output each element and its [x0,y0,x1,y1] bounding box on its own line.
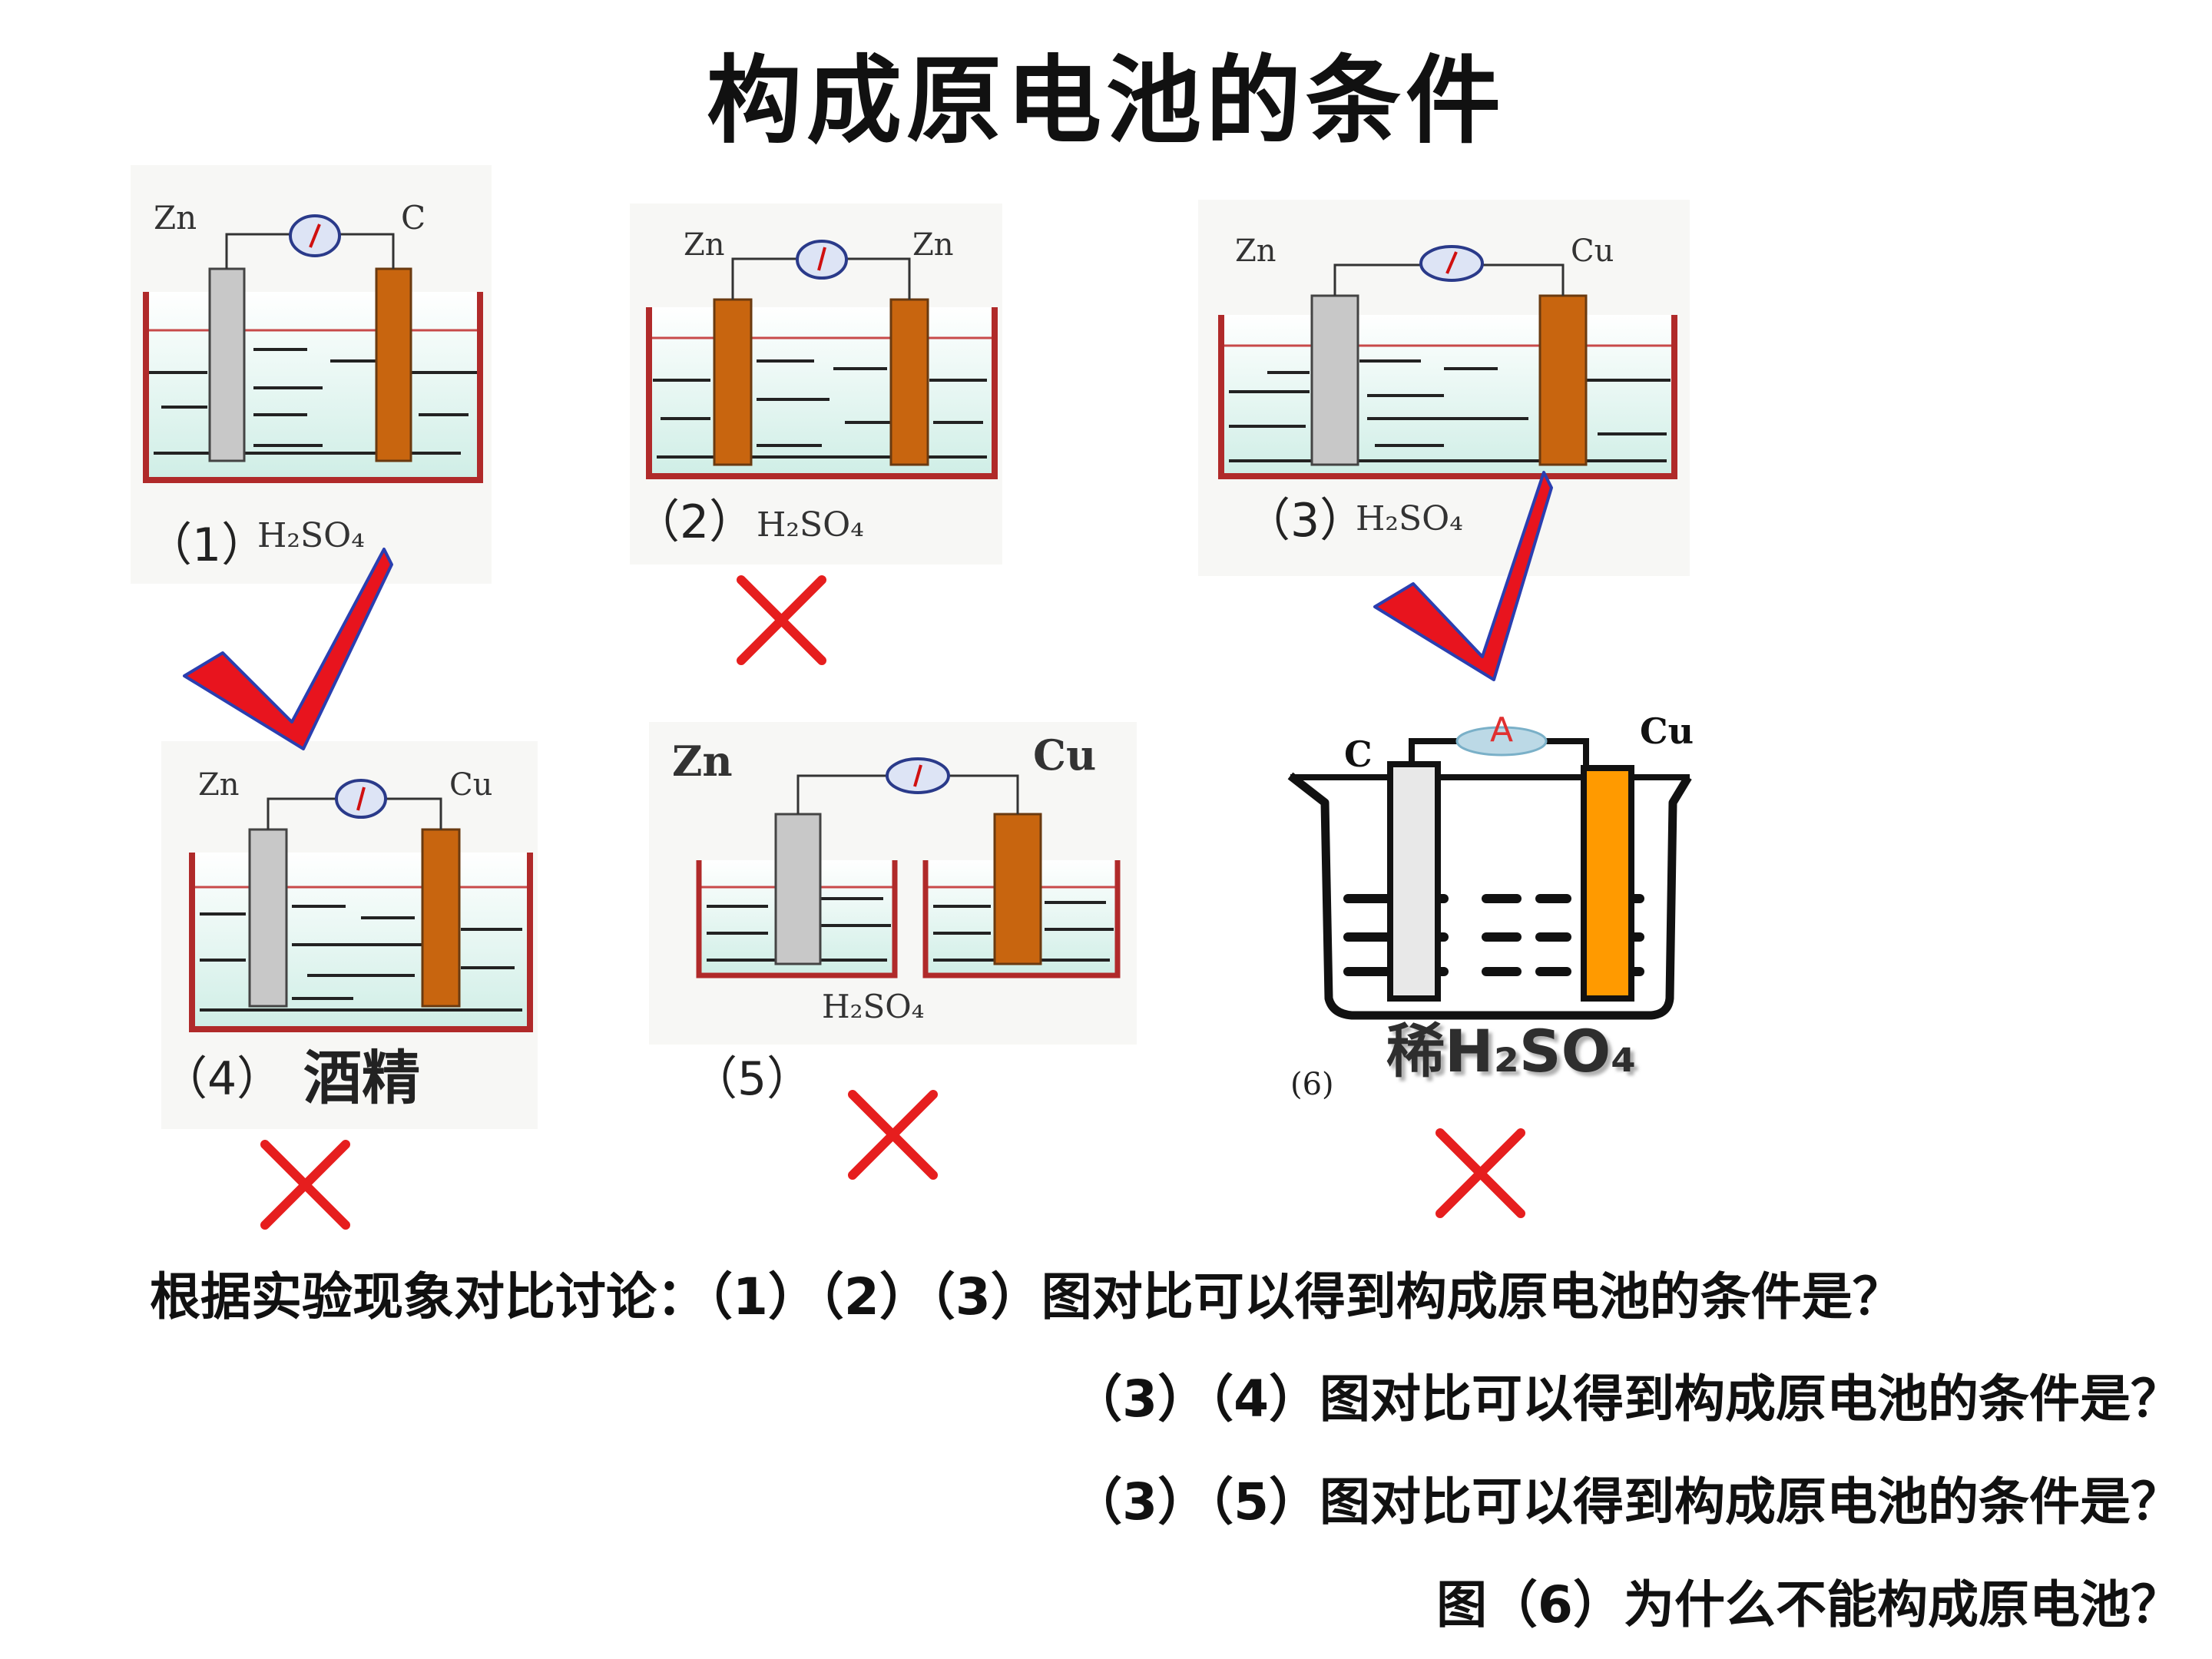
figure-2-left-zinc-electrode [713,298,753,466]
figure-5-left-beaker [696,860,898,979]
figure-3-tank [1218,315,1677,479]
figure-4: Zn Cu （4） 酒精 [161,741,538,1129]
figure-5-copper-electrode [993,813,1042,965]
figure-1-solution: H₂SO₄ [257,516,365,555]
figure-3-copper-electrode [1538,294,1588,466]
figure-4-liquid [192,853,530,1029]
figure-3-number: （3） [1244,494,1366,548]
figure-3-right-label: Cu [1571,233,1614,269]
figure-6-solution: 稀H₂SO₄ [1386,1017,1637,1085]
figure-4-solution: 酒精 [303,1044,420,1112]
figure-2-right-label: Zn [912,227,954,263]
figure-4-copper-electrode [421,828,461,1008]
figure-5-cross-icon [848,1090,938,1180]
figure-1-number: （1） [146,518,267,572]
question-1: 根据实验现象对比讨论：（1）（2）（3）图对比可以得到构成原电池的条件是？ [150,1267,1903,1326]
figure-5-right-label: Cu [1033,730,1096,780]
figure-5-right-beaker [922,860,1121,979]
figure-6-cross-icon [1435,1128,1525,1218]
figure-4-right-label: Cu [449,767,492,803]
figure-3-liquid [1221,315,1674,476]
question-2: （3）（4）图对比可以得到构成原电池的条件是？ [1071,1369,2181,1429]
figure-2-liquid [649,307,995,476]
figure-3-zinc-electrode [1310,294,1359,466]
figure-1-left-label: Zn [154,199,197,237]
figure-6-ammeter-label: A [1490,710,1513,750]
figure-2: Zn Zn （2） H₂SO₄ [630,204,1002,565]
figure-5-number: （5） [691,1052,813,1106]
figure-3: Zn Cu （3） H₂SO₄ [1198,200,1690,576]
figure-3-check-icon [1373,471,1553,681]
figure-6-left-label: C [1344,733,1373,775]
figure-6: A C Cu 稀H₂SO₄ (6) [1287,710,1694,1102]
figure-5-zinc-electrode [774,813,822,965]
figure-4-liquid-lines [200,905,522,1012]
figure-5-left-label: Zn [672,737,733,786]
figure-2-left-label: Zn [684,227,725,263]
figure-2-right-zinc-electrode [889,298,929,466]
figure-1-zinc-electrode [208,267,246,462]
figure-6-copper-electrode [1581,765,1634,1002]
figure-1-tank [143,292,483,483]
slide-title: 构成原电池的条件 [706,46,1505,157]
figure-6-beaker [1287,772,1692,1020]
figure-2-number: （2） [634,495,755,549]
figure-4-tank [189,853,533,1032]
figure-4-number: （4） [161,1052,283,1106]
figure-5-solution: H₂SO₄ [822,988,925,1025]
question-4: 图（6）为什么不能构成原电池？ [1436,1575,2181,1634]
figure-4-cross-icon [260,1140,350,1230]
figure-4-left-label: Zn [198,767,240,803]
figure-5: Zn Cu H₂SO₄ （5） [649,722,1137,1106]
figure-6-number: (6) [1290,1067,1334,1102]
figure-6-ammeter [1455,726,1548,757]
figure-1-check-icon [183,548,393,750]
figure-3-left-label: Zn [1235,233,1277,269]
figure-3-liquid-lines [1229,359,1671,462]
figure-2-cross-icon [737,575,826,665]
figure-4-zinc-electrode [248,828,288,1008]
figure-3-solution: H₂SO₄ [1356,499,1463,538]
figure-6-right-label: Cu [1640,710,1694,752]
figure-6-carbon-electrode [1387,761,1441,1002]
figure-2-liquid-lines [653,359,987,459]
figure-1-right-label: C [401,199,426,237]
figure-1: Zn C （1） H₂SO₄ [131,165,492,584]
question-3: （3）（5）图对比可以得到构成原电池的条件是？ [1071,1472,2181,1532]
figure-2-tank [646,307,998,479]
figure-1-liquid-lines [146,348,480,455]
figure-1-carbon-electrode [375,267,412,462]
figure-2-solution: H₂SO₄ [757,505,864,545]
